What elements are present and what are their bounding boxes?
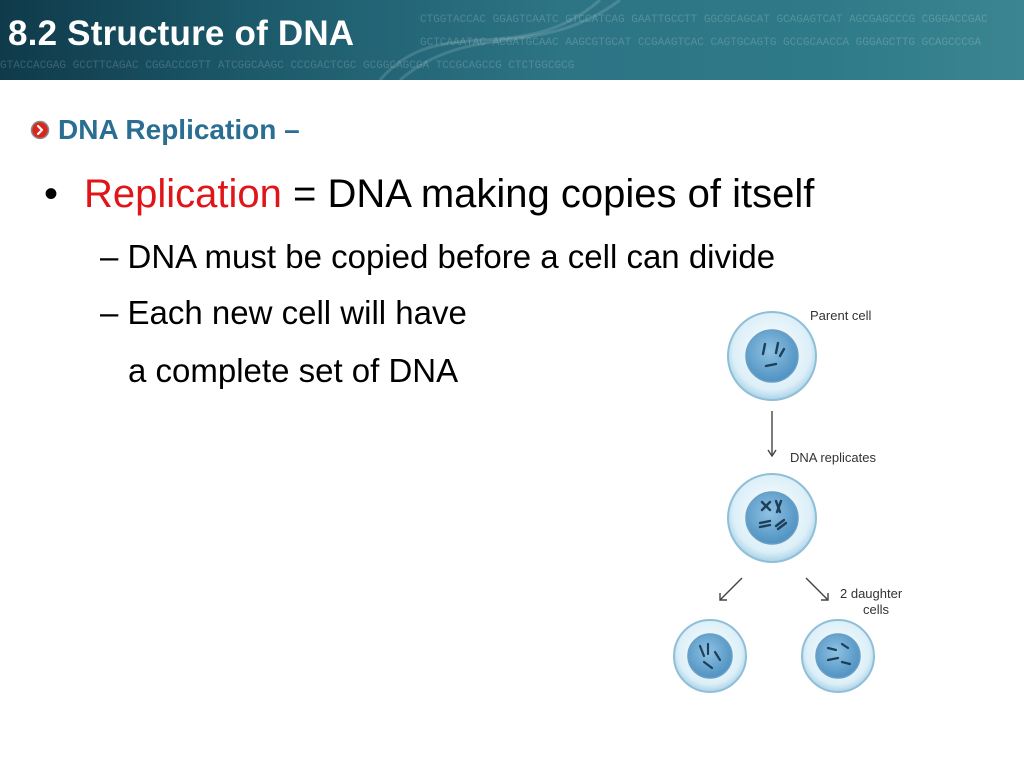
section-title: DNA Replication – [58, 114, 300, 145]
parent-cell-label: Parent cell [810, 308, 872, 323]
sequence-line-1: CTGGTACCAC GGAGTCAATC GTCCATCAG GAATTGCC… [420, 14, 988, 26]
slide-header: CTGGTACCAC GGAGTCAATC GTCCATCAG GAATTGCC… [0, 0, 1024, 80]
dna-sequence-texture: CTGGTACCAC GGAGTCAATC GTCCATCAG GAATTGCC… [0, 0, 988, 80]
circle-arrow-bullet-icon [30, 120, 50, 140]
right-diagonal-arrow-icon [805, 577, 829, 601]
dna-replicates-label: DNA replicates [790, 450, 876, 465]
sequence-line-3: GTACCACGAG GCCTTCAGAC CGGACCCGTT ATCGGCA… [0, 60, 574, 72]
daughter-cells-label-line1: 2 daughter [840, 586, 903, 601]
main-bullet-text: = DNA making copies of itself [281, 172, 815, 216]
daughter-cell-right [801, 619, 875, 693]
section-heading: DNA Replication – [30, 112, 300, 148]
daughter-cell-left [673, 619, 747, 693]
bullet-dot: • [44, 172, 59, 216]
page-title: 8.2 Structure of DNA [8, 14, 355, 53]
daughter-cells-label-line2: cells [863, 602, 890, 617]
split-arrows [719, 577, 829, 601]
sub-bullet-2: – Each new cell will have [100, 294, 467, 331]
left-diagonal-arrow-icon [719, 577, 743, 601]
sub-bullet-1: – DNA must be copied before a cell can d… [100, 238, 776, 275]
replicated-cell [727, 473, 817, 563]
chromosomes-single [761, 341, 786, 368]
main-bullet: • Replication = DNA making copies of itse… [44, 172, 814, 217]
sequence-line-2: GCTCAAATAC ACGATGCAAC AAGCGTGCAT CCGAAGT… [420, 37, 981, 49]
down-arrow-icon [767, 411, 777, 458]
sub-bullet-2-continuation: a complete set of DNA [128, 352, 459, 389]
replication-term: Replication [84, 172, 282, 216]
chromosomes-doubled [758, 499, 788, 531]
cell-division-diagram: Parent cell DNA replicates 2 dau [673, 308, 903, 693]
helix-strands [378, 0, 621, 80]
parent-cell [727, 311, 817, 401]
